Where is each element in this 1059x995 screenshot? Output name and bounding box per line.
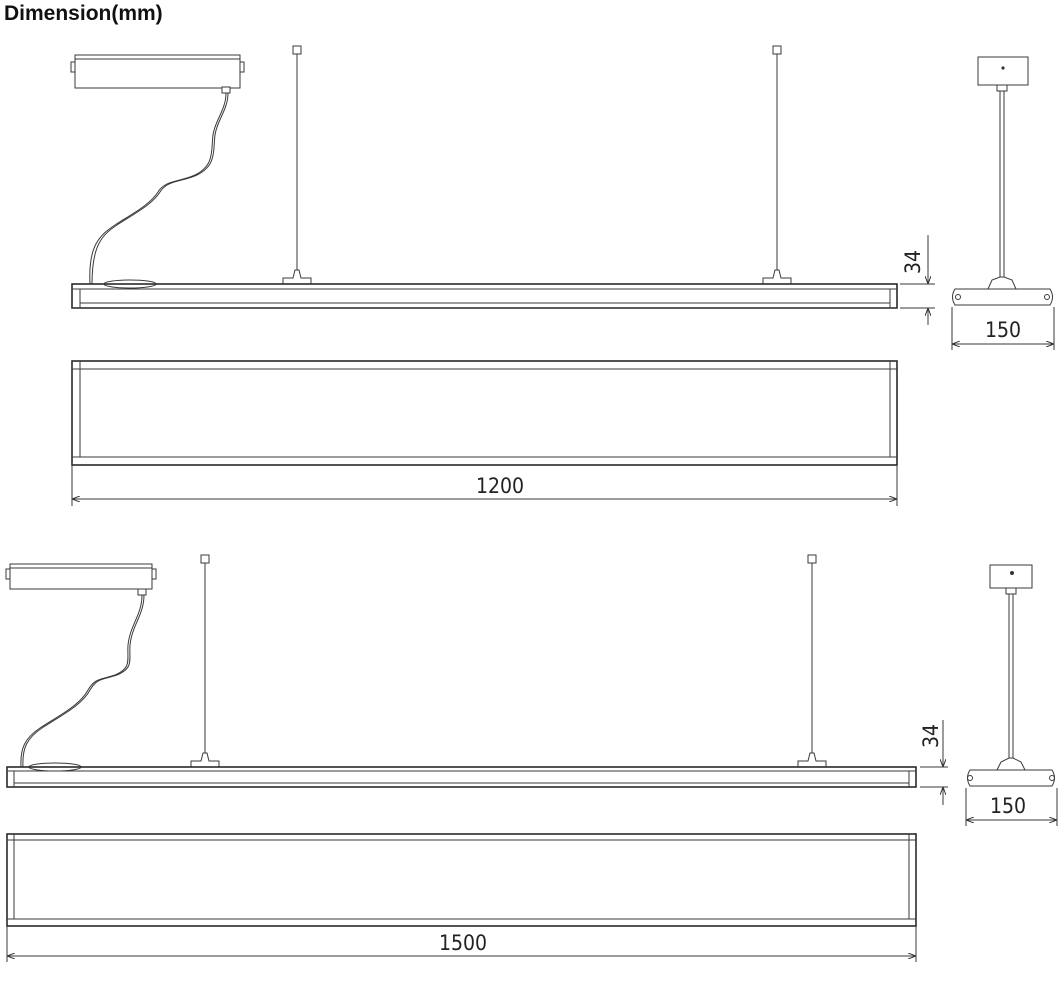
- ceiling-canopy: [807, 554, 817, 564]
- variant-1500-side-view: 34: [5, 554, 948, 805]
- luminaire-bottom: [6, 833, 917, 927]
- luminaire-profile: [952, 288, 1053, 306]
- driver-box-end: [977, 56, 1029, 86]
- luminaire-profile: [967, 769, 1055, 787]
- width-dimension-label: 150: [985, 318, 1021, 342]
- ceiling-canopy: [772, 45, 782, 55]
- variant-1200-bottom-view: 1200: [71, 360, 898, 506]
- driver-box-end: [989, 564, 1033, 589]
- variant-1500-end-view: 150: [965, 564, 1058, 826]
- ceiling-canopy: [200, 554, 210, 564]
- height-dimension-label: 34: [919, 724, 943, 748]
- power-cable: [20, 594, 143, 768]
- length-dimension-label: 1200: [476, 474, 524, 498]
- variant-1200-side-view: 34: [70, 45, 935, 325]
- variant-1200-end-view: 150: [951, 56, 1055, 350]
- driver-box: [74, 54, 241, 89]
- power-cable: [89, 92, 227, 285]
- variant-1500-bottom-view: 1500: [6, 833, 917, 962]
- height-dimension-label: 34: [901, 250, 925, 274]
- length-dimension-label: 1500: [439, 931, 487, 955]
- luminaire-body: [71, 283, 898, 309]
- luminaire-bottom: [71, 360, 898, 466]
- page-title: Dimension(mm): [4, 2, 163, 25]
- width-dimension-label: 150: [990, 794, 1026, 818]
- luminaire-body: [6, 766, 917, 788]
- ceiling-canopy: [292, 45, 302, 55]
